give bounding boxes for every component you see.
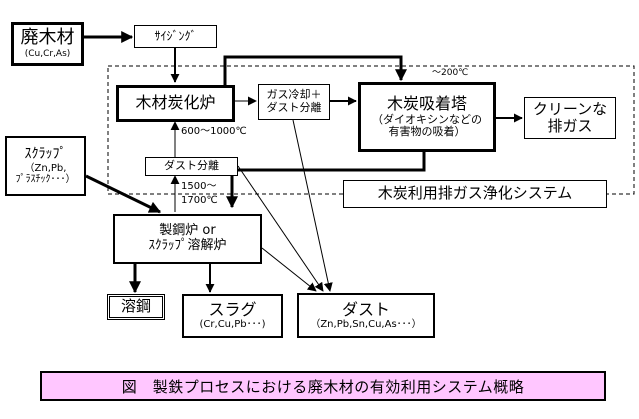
arrow-dustsep-to-dust xyxy=(237,165,324,292)
furnace-line2: ｽｸﾗｯﾌﾟ溶解炉 xyxy=(148,238,227,253)
arrow-furnace-to-dust xyxy=(261,247,317,292)
carbonizer-label: 木材炭化炉 xyxy=(135,93,216,113)
adsorption-tower-sub2: 有害物の吸着） xyxy=(388,125,466,139)
dust-separation-label: ダスト分離 xyxy=(164,159,219,173)
figure-caption: 図 製鉄プロセスにおける廃木材の有効利用システム概略 xyxy=(40,371,606,401)
clean-gas-box: クリーンな 排ガス xyxy=(524,97,616,139)
adsorption-tower-box: 木炭吸着塔 （ダイオキシンなどの 有害物の吸着） xyxy=(358,82,496,152)
temp-carbonizer-label: 600～1000℃ xyxy=(181,126,247,137)
temp-tower-label: ～200℃ xyxy=(432,68,469,78)
dust-box: ダスト （Zn,Pb,Sn,Cu,As･･･） xyxy=(297,293,435,338)
system-label-box: 木炭利用排ガス浄化システム xyxy=(343,180,607,208)
scrap-sub2: ﾌﾟﾗｽﾁｯｸ･･･） xyxy=(15,174,76,186)
temp-furnace-label-2: 1700℃ xyxy=(181,195,218,206)
gas-cooling-line1: ガス冷却＋ xyxy=(266,88,322,102)
molten-steel-label: 溶鋼 xyxy=(120,297,151,316)
arrow-carbonizer-to-tower xyxy=(223,55,407,85)
scrap-box: ｽｸﾗｯﾌﾟ （Zn,Pb, ﾌﾟﾗｽﾁｯｸ･･･） xyxy=(5,136,86,196)
adsorption-tower-sub1: （ダイオキシンなどの xyxy=(372,112,482,126)
scrap-label: ｽｸﾗｯﾌﾟ xyxy=(24,146,67,163)
arrow-tower-to-furnace xyxy=(226,152,426,209)
waste-wood-box: 廃木材 (Cu,Cr,As) xyxy=(11,22,84,66)
system-label: 木炭利用排ガス浄化システム xyxy=(377,184,573,203)
sizing-label: ｻｲｼﾞﾝｸﾞ xyxy=(154,28,197,43)
carbonizer-box: 木材炭化炉 xyxy=(116,85,235,122)
slag-label: スラグ xyxy=(208,300,257,320)
scrap-sub1: （Zn,Pb, xyxy=(24,162,67,174)
temp-furnace-label-1: 1500～ xyxy=(181,181,217,192)
adsorption-tower-label: 木炭吸着塔 xyxy=(386,94,467,114)
waste-wood-sub: (Cu,Cr,As) xyxy=(24,49,71,60)
sizing-box: ｻｲｼﾞﾝｸﾞ xyxy=(134,25,217,48)
dust-label: ダスト xyxy=(341,299,390,319)
dust-sub: （Zn,Pb,Sn,Cu,As･･･） xyxy=(310,318,422,330)
gas-cooling-line2: ダスト分離 xyxy=(266,101,322,114)
slag-sub: (Cr,Cu,Pb･･･) xyxy=(199,319,266,331)
arrow-scrap-to-furnace xyxy=(85,174,162,214)
slag-box: スラグ (Cr,Cu,Pb･･･) xyxy=(182,294,283,338)
furnace-box: 製鋼炉 or ｽｸﾗｯﾌﾟ溶解炉 xyxy=(113,214,262,264)
waste-wood-label: 廃木材 xyxy=(20,27,75,49)
arrow-gascooling-to-dust xyxy=(292,119,333,292)
molten-steel-box: 溶鋼 xyxy=(107,294,165,320)
gas-cooling-box: ガス冷却＋ ダスト分離 xyxy=(258,84,330,120)
furnace-line1: 製鋼炉 or xyxy=(159,223,216,239)
clean-gas-line2: 排ガス xyxy=(547,117,593,135)
clean-gas-line1: クリーンな xyxy=(532,99,608,118)
dust-separation-box: ダスト分離 xyxy=(145,157,238,176)
